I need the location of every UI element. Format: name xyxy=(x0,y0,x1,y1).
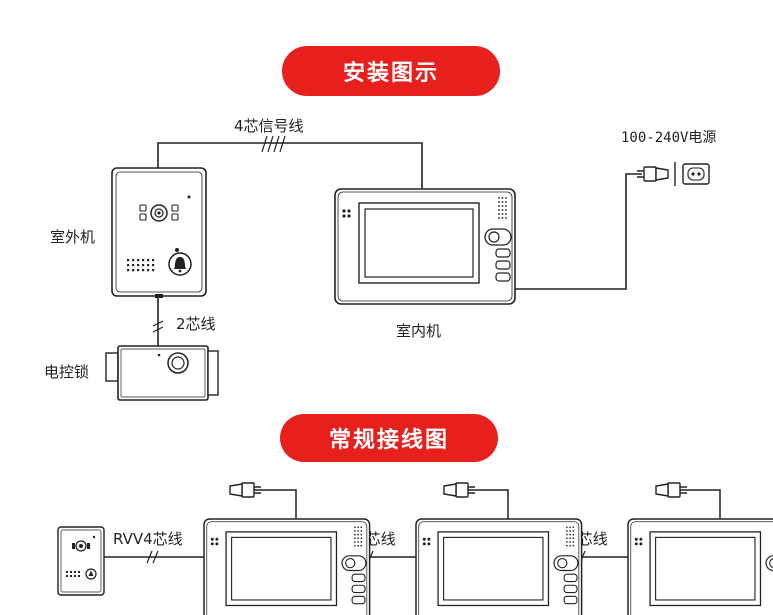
wiring-diagram-title: 常规接线图 xyxy=(280,414,498,462)
speaker-grille xyxy=(127,259,155,272)
wire-cut-mark xyxy=(261,135,286,153)
indoor-unit-1 xyxy=(203,518,371,615)
bell-button-icon xyxy=(168,252,192,276)
electric-lock-label: 电控锁 xyxy=(44,363,90,381)
rvv-wire-label-1: RVV4芯线 xyxy=(113,530,183,548)
power-wire xyxy=(515,173,642,290)
indoor-unit xyxy=(334,188,516,305)
wire-cut-mark xyxy=(152,320,164,333)
signal-wire-label: 4芯信号线 xyxy=(234,117,304,135)
electric-lock xyxy=(105,345,219,401)
install-diagram-title: 安装图示 xyxy=(282,46,500,96)
wall-socket-icon xyxy=(682,163,710,185)
outdoor-unit-label: 室外机 xyxy=(50,228,96,246)
indoor-unit-3 xyxy=(627,518,773,615)
two-core-wire-label: 2芯线 xyxy=(176,315,216,333)
power-source-label: 100-240V电源 xyxy=(621,130,717,146)
outdoor-unit xyxy=(111,167,207,298)
indoor-unit-label: 室内机 xyxy=(396,322,442,340)
signal-wire xyxy=(157,142,423,190)
indoor-unit-2 xyxy=(415,518,583,615)
outdoor-unit-small xyxy=(57,526,105,596)
